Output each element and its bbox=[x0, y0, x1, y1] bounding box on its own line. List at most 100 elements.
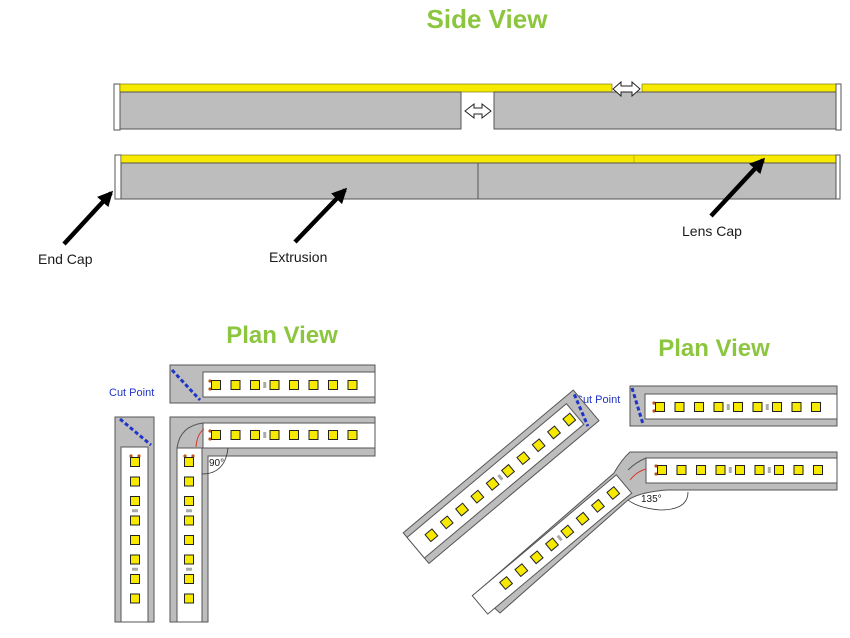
solder-pad bbox=[208, 437, 212, 441]
lens-cap-arrow bbox=[709, 157, 766, 218]
led-chip bbox=[424, 528, 439, 543]
led-chip bbox=[184, 593, 194, 604]
led-chip bbox=[754, 465, 765, 475]
led-chip bbox=[811, 402, 821, 412]
resistor bbox=[765, 404, 769, 410]
led-chip bbox=[733, 402, 743, 412]
solder-pad bbox=[208, 379, 212, 383]
cut-line-135-diagonal bbox=[572, 393, 590, 427]
led-chip bbox=[308, 430, 319, 440]
led-chip bbox=[575, 511, 590, 526]
extrusion-label: Extrusion bbox=[269, 249, 327, 265]
led-chip bbox=[269, 380, 280, 390]
led-chip bbox=[130, 574, 140, 584]
extrusion-gap-arrow-icon bbox=[464, 102, 492, 120]
led-chip bbox=[230, 430, 241, 440]
led-chip bbox=[230, 380, 241, 390]
led-chip bbox=[439, 515, 454, 530]
side-view-separated-assembly bbox=[113, 80, 842, 131]
solder-pad bbox=[652, 409, 656, 413]
resistor bbox=[263, 432, 267, 438]
led-chip bbox=[308, 380, 319, 390]
led-chip bbox=[347, 380, 358, 390]
led-chip bbox=[211, 380, 221, 390]
led-chip bbox=[184, 554, 194, 565]
side-view-title: Side View bbox=[427, 4, 549, 34]
angle-arc-135 bbox=[627, 491, 689, 511]
led-chip bbox=[130, 554, 140, 565]
led-chip bbox=[529, 550, 544, 565]
solder-pad bbox=[654, 472, 658, 476]
resistor bbox=[726, 404, 730, 410]
cut-line-90-vertical bbox=[119, 417, 152, 447]
led-chip bbox=[130, 496, 140, 506]
end-cap-arrow bbox=[62, 190, 114, 246]
led-chip bbox=[347, 430, 358, 440]
extrusion-lower-right bbox=[477, 162, 837, 200]
led-chip bbox=[562, 412, 577, 427]
led-chip bbox=[454, 502, 470, 517]
led-chip bbox=[328, 380, 338, 390]
solder-pad bbox=[208, 429, 212, 433]
cut-line-90-horizontal bbox=[170, 368, 202, 402]
solder-pad bbox=[654, 464, 658, 468]
extrusion-upper-right bbox=[493, 91, 837, 130]
solder-pad bbox=[191, 454, 195, 458]
extrusion-arrow bbox=[293, 187, 348, 244]
plan-view-135-title: Plan View bbox=[658, 335, 770, 362]
led-chip bbox=[531, 438, 546, 453]
solder-pad bbox=[183, 454, 187, 458]
led-chip bbox=[289, 430, 299, 440]
plan-135-diagonal-cut-piece bbox=[402, 389, 600, 565]
solder-pad bbox=[129, 454, 133, 458]
end-cap-label: End Cap bbox=[38, 251, 93, 267]
led-chip bbox=[130, 457, 140, 467]
angle-arc-90 bbox=[201, 447, 229, 475]
lens-cap-lower bbox=[120, 154, 837, 164]
led-chip bbox=[657, 465, 667, 475]
led-chip bbox=[752, 402, 763, 412]
led-chip bbox=[715, 465, 726, 475]
led-chip bbox=[590, 498, 605, 513]
resistor bbox=[263, 382, 267, 388]
led-chip bbox=[289, 380, 299, 390]
plan-135-joined-piece: 135° bbox=[471, 451, 838, 615]
led-chip bbox=[676, 465, 687, 475]
led-chip bbox=[184, 457, 194, 467]
led-chip bbox=[498, 575, 514, 591]
end-cap-left-lower bbox=[114, 154, 122, 200]
resistor bbox=[186, 567, 192, 571]
plan-90-vertical-cut-piece bbox=[114, 416, 155, 623]
led-chip bbox=[485, 476, 500, 491]
solder-pad bbox=[652, 401, 656, 405]
led-chip bbox=[516, 451, 531, 466]
end-cap-right-lower bbox=[835, 154, 841, 200]
led-chip bbox=[772, 402, 782, 412]
resistor bbox=[728, 467, 732, 473]
led-chip bbox=[606, 485, 621, 501]
resistor bbox=[767, 467, 771, 473]
led-chip bbox=[544, 537, 560, 552]
lens-cap-upper-right bbox=[641, 83, 837, 93]
led-chip bbox=[713, 402, 724, 412]
resistor bbox=[186, 509, 192, 513]
led-chip bbox=[130, 515, 140, 526]
led-chip bbox=[184, 476, 194, 487]
led-chip bbox=[130, 476, 140, 487]
extrusion-upper-left bbox=[119, 91, 462, 130]
led-chip bbox=[184, 496, 194, 506]
plan-90-horizontal-joined-piece: 90° bbox=[169, 416, 376, 623]
solder-pad bbox=[137, 454, 141, 458]
solder-pad bbox=[208, 387, 212, 391]
angle-label-90: 90° bbox=[209, 458, 224, 469]
led-chip bbox=[694, 402, 704, 412]
lens-cap-upper-left bbox=[119, 83, 613, 93]
led-chip bbox=[470, 489, 485, 504]
led-chip bbox=[655, 402, 665, 412]
cut-point-label-90: Cut Point bbox=[109, 387, 154, 399]
resistor bbox=[132, 509, 138, 513]
led-chip bbox=[674, 402, 685, 412]
plan-135-horizontal-cut-piece bbox=[629, 385, 838, 427]
led-chip bbox=[774, 465, 784, 475]
led-chip bbox=[250, 430, 260, 440]
